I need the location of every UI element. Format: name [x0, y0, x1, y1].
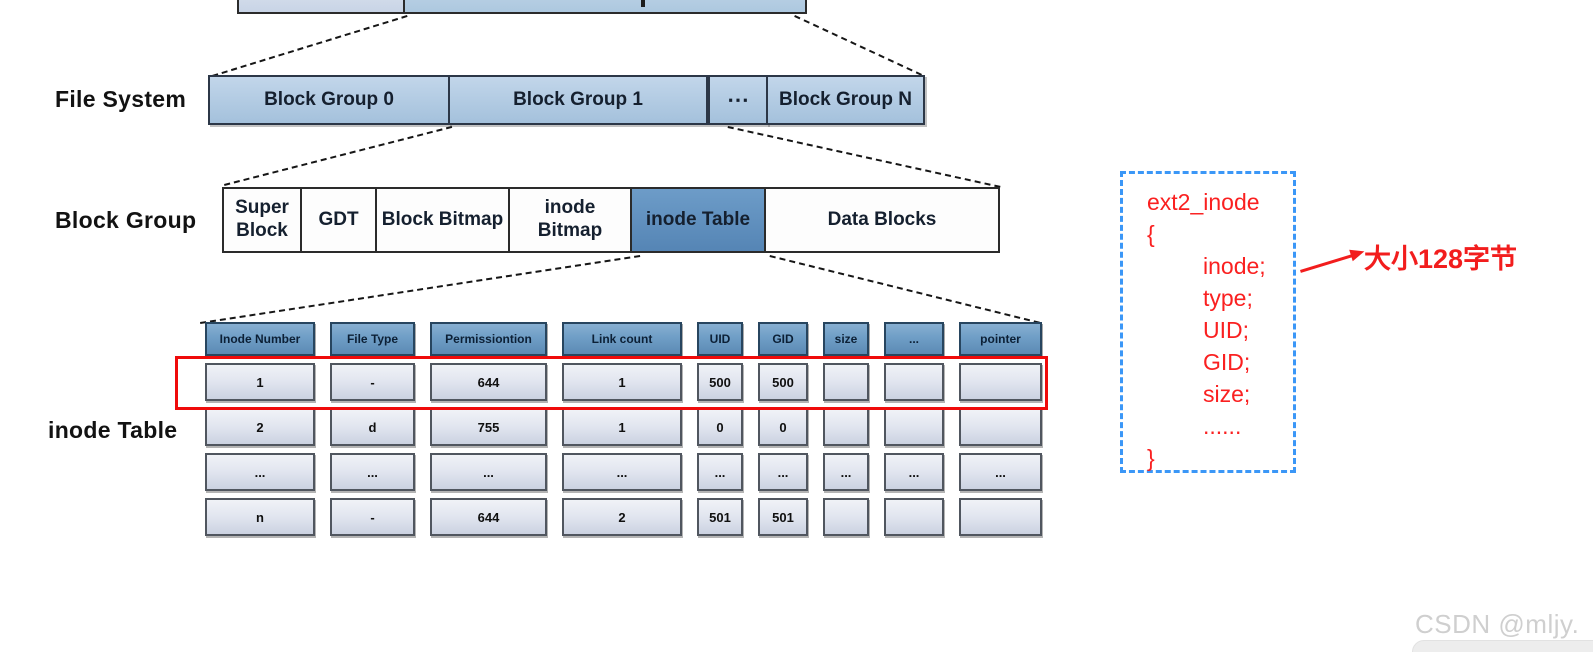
inode-table-cell: 2 [562, 498, 682, 536]
inode-table-cell [884, 408, 944, 446]
inode-table-label: inode Table [48, 417, 178, 443]
cropped-text-fragment [641, 0, 645, 7]
inode-table-cell: ... [959, 453, 1042, 491]
dashed-connector [200, 254, 641, 324]
data-blocks-cell: Data Blocks [764, 187, 1000, 253]
highlight-rectangle [175, 356, 1048, 410]
inode-table-cell: - [330, 498, 415, 536]
top-partition-box-right [403, 0, 807, 14]
inode-table-cell: 500 [697, 363, 743, 401]
inode-table-header: pointer [959, 322, 1042, 356]
arrow-right-icon [1300, 254, 1353, 273]
inode-table-cell: 0 [697, 408, 743, 446]
struct-open-brace: { [1147, 221, 1155, 247]
file-system-label: File System [55, 86, 187, 112]
inode-table-cell: - [330, 363, 415, 401]
inode-table-cell: 501 [758, 498, 808, 536]
inode-table-cell: 644 [430, 363, 547, 401]
inode-table-cell [884, 363, 944, 401]
inode-table-cell: ... [884, 453, 944, 491]
block-group-1-box: Block Group 1 [448, 75, 708, 125]
inode-table-cell: ... [205, 453, 315, 491]
inode-table-header: UID [697, 322, 743, 356]
inode-table-cell: ... [758, 453, 808, 491]
inode-table-cell: ... [562, 453, 682, 491]
watermark-pill [1412, 640, 1593, 652]
inode-table-cell [823, 498, 869, 536]
inode-table-cell [959, 363, 1042, 401]
inode-table-header: Inode Number [205, 322, 315, 356]
inode-size-annotation: 大小128字节 [1364, 244, 1518, 274]
inode-table-cell: ... [823, 453, 869, 491]
inode-table-cell [884, 498, 944, 536]
dashed-connector [727, 126, 1001, 188]
inode-table-cell [823, 363, 869, 401]
super-block-cell: Super Block [222, 187, 302, 253]
ext2-inode-struct-box: ext2_inode { inode; type; UID; GID; size… [1120, 171, 1296, 473]
inode-table-cell [959, 408, 1042, 446]
inode-table-cell: inode Table [630, 187, 766, 253]
struct-field: type; [1203, 285, 1253, 311]
gdt-cell: GDT [300, 187, 377, 253]
inode-table-cell [823, 408, 869, 446]
inode-table-cell: d [330, 408, 415, 446]
dashed-connector [769, 255, 1040, 324]
csdn-watermark: CSDN @mljy. [1415, 609, 1580, 639]
struct-field: UID; [1203, 317, 1249, 343]
inode-table-cell: ... [430, 453, 547, 491]
inode-table-cell: ... [330, 453, 415, 491]
block-bitmap-cell: Block Bitmap [375, 187, 510, 253]
struct-field: size; [1203, 381, 1251, 407]
inode-table-cell: 1 [562, 363, 682, 401]
inode-table-header: Link count [562, 322, 682, 356]
inode-table-cell: 500 [758, 363, 808, 401]
top-partition-box-left [237, 0, 405, 14]
inode-table-cell: 755 [430, 408, 547, 446]
inode-table-cell: 1 [562, 408, 682, 446]
inode-table-cell: 0 [758, 408, 808, 446]
struct-title: ext2_inode [1147, 189, 1260, 215]
inode-table-header: Permissiontion [430, 322, 547, 356]
inode-table-cell: 501 [697, 498, 743, 536]
struct-field: ...... [1203, 413, 1242, 439]
inode-table-cell: 644 [430, 498, 547, 536]
inode-table-cell: n [205, 498, 315, 536]
block-group-label: Block Group [55, 207, 197, 233]
struct-field: GID; [1203, 349, 1251, 375]
struct-close-brace: } [1147, 445, 1155, 471]
dashed-connector [224, 125, 453, 186]
inode-table-header: size [823, 322, 869, 356]
inode-table-header: ... [884, 322, 944, 356]
inode-table-cell [959, 498, 1042, 536]
inode-table-cell: 1 [205, 363, 315, 401]
inode-table-cell: ... [697, 453, 743, 491]
block-group-n-box: Block Group N [766, 75, 925, 125]
inode-bitmap-cell: inode Bitmap [508, 187, 632, 253]
block-group-0-box: Block Group 0 [208, 75, 450, 125]
dashed-connector [794, 15, 922, 76]
inode-table-cell: 2 [205, 408, 315, 446]
block-group-ellipsis-box: ⋯ [708, 75, 768, 125]
inode-table-header: GID [758, 322, 808, 356]
dashed-connector [212, 15, 408, 77]
struct-field: inode; [1203, 253, 1266, 279]
inode-table-header: File Type [330, 322, 415, 356]
inode-table: Inode Number File Type Permissiontion Li… [205, 322, 1042, 536]
